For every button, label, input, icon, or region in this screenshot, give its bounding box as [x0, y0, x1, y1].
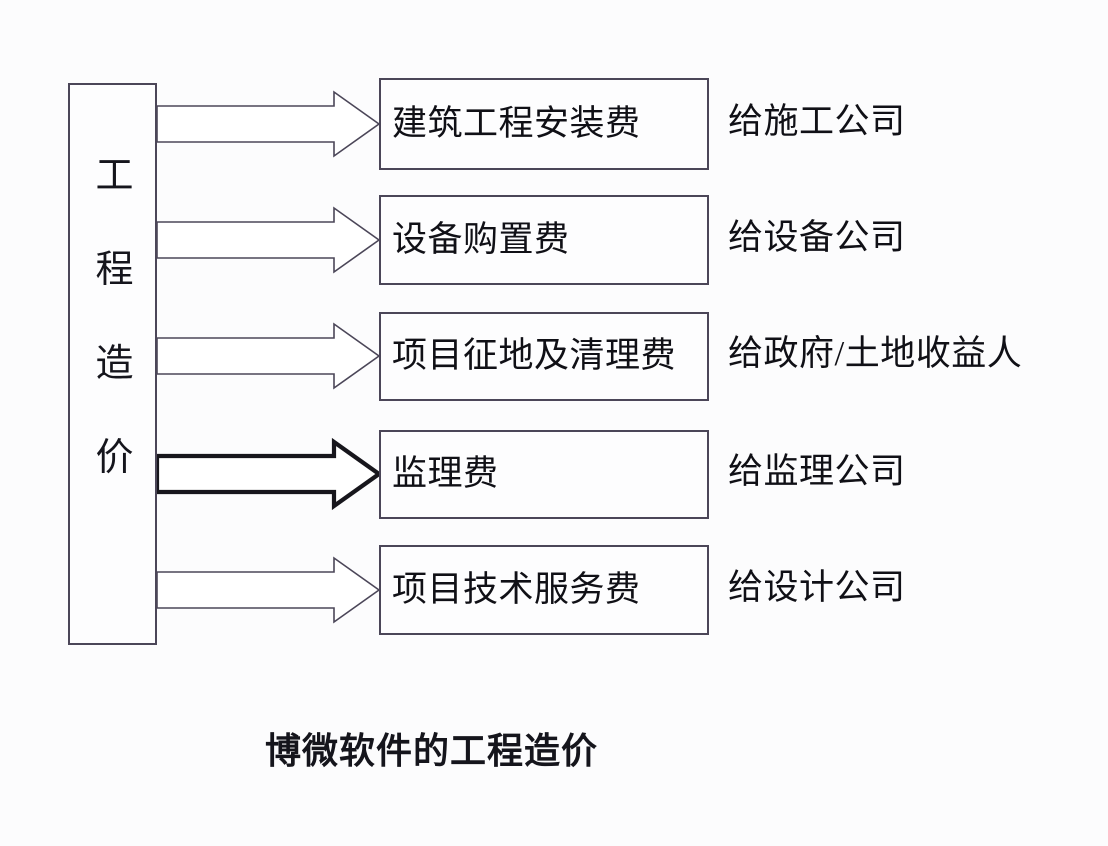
recipient-label-5: 给设计公司: [728, 568, 906, 607]
arrow-connector-2: [156, 206, 381, 274]
root-node-char-2: 程: [95, 249, 134, 291]
fee-box-1-label: 建筑工程安装费: [392, 103, 641, 143]
fee-box-4: 监理费: [379, 430, 709, 519]
recipient-label-2: 给设备公司: [728, 218, 906, 257]
root-node-char-3: 造: [95, 343, 134, 385]
fee-box-1: 建筑工程安装费: [379, 78, 709, 170]
arrow-connector-1: [156, 90, 381, 158]
fee-box-4-label: 监理费: [392, 454, 499, 494]
recipient-label-4: 给监理公司: [728, 452, 906, 491]
fee-box-2: 设备购置费: [379, 195, 709, 285]
root-node-char-4: 价: [95, 437, 134, 479]
arrow-connector-5: [156, 556, 381, 624]
root-node-label: 工 程 造 价: [70, 157, 159, 477]
fee-box-5: 项目技术服务费: [379, 545, 709, 635]
arrow-connector-3: [156, 322, 381, 390]
fee-box-3-label: 项目征地及清理费: [392, 336, 677, 376]
recipient-label-1: 给施工公司: [728, 102, 906, 141]
fee-box-2-label: 设备购置费: [392, 219, 570, 259]
root-node-engineering-cost: 工 程 造 价: [68, 83, 157, 645]
recipient-label-3: 给政府/土地收益人: [728, 334, 1023, 373]
arrow-connector-4: [154, 437, 383, 511]
fee-box-5-label: 项目技术服务费: [392, 569, 641, 609]
diagram-caption: 博微软件的工程造价: [265, 731, 599, 771]
root-node-char-1: 工: [95, 155, 134, 197]
fee-box-3: 项目征地及清理费: [379, 312, 709, 401]
